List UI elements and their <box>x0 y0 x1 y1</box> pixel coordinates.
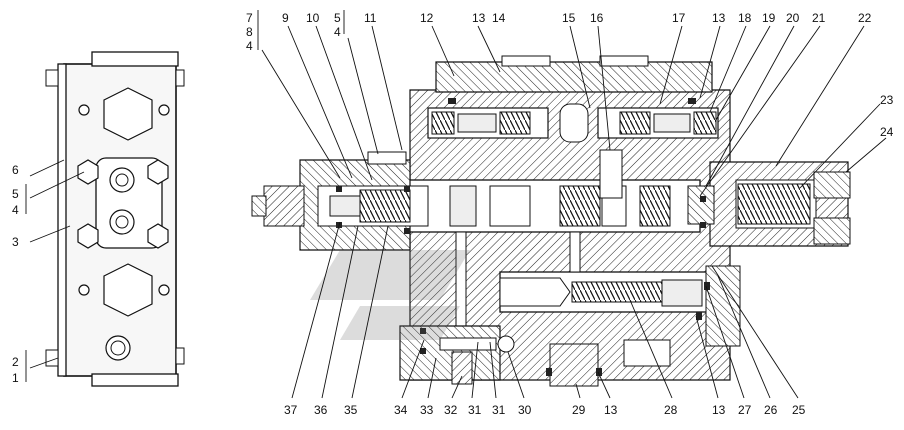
callout-label: 26 <box>764 403 778 417</box>
callout-label: 23 <box>880 93 894 107</box>
callout-label: 2 <box>12 355 19 369</box>
callout-label: 7 <box>246 11 253 25</box>
callout-label: 4 <box>334 25 341 39</box>
hex-plug-top <box>103 87 153 141</box>
hex-bolt <box>147 223 169 249</box>
hex-bolt <box>77 223 99 249</box>
callout-label: 5 <box>12 187 19 201</box>
bottom-callouts: 37 36 35 34 33 32 31 31 30 29 13 28 13 2… <box>284 221 806 417</box>
callout-label: 36 <box>314 403 328 417</box>
check-ball-screw <box>451 351 473 385</box>
side-view-top-cover <box>91 51 179 67</box>
callout-label: 21 <box>812 11 826 25</box>
relief-plug <box>705 265 741 347</box>
left-cap-plug <box>263 185 305 227</box>
callout-label: 22 <box>858 11 872 25</box>
callout-label: 4 <box>246 39 253 53</box>
callout-label: 27 <box>738 403 752 417</box>
callout-label: 29 <box>572 403 586 417</box>
right-spring <box>737 183 811 225</box>
callout-label: 9 <box>282 11 289 25</box>
callout-label: 18 <box>738 11 752 25</box>
section-view <box>251 55 851 387</box>
top-callouts: 7 8 4 9 10 5 4 11 12 13 14 15 16 17 13 1… <box>246 10 872 197</box>
side-view-flange <box>57 63 67 377</box>
callout-label: 34 <box>394 403 408 417</box>
right-callouts: 23 24 <box>799 93 894 189</box>
side-view-bolt-top <box>45 69 59 87</box>
hex-bolt <box>77 159 99 185</box>
callout-label: 13 <box>712 403 726 417</box>
callout-label: 1 <box>12 371 19 385</box>
callout-label: 31 <box>468 403 482 417</box>
callout-label: 5 <box>334 11 341 25</box>
callout-label: 35 <box>344 403 358 417</box>
bottom-plug-29 <box>549 343 599 387</box>
callout-label: 37 <box>284 403 298 417</box>
callout-label: 14 <box>492 11 506 25</box>
callout-label: 13 <box>712 11 726 25</box>
callout-label: 3 <box>12 235 19 249</box>
side-view-bolt-bottom <box>45 349 59 367</box>
callout-label: 31 <box>492 403 506 417</box>
hex-plug-bottom <box>103 263 153 317</box>
left-spring <box>359 189 411 223</box>
callout-label: 25 <box>792 403 806 417</box>
callout-label: 28 <box>664 403 678 417</box>
callout-label: 13 <box>604 403 618 417</box>
side-view-callouts: 6 5 4 3 2 1 <box>12 159 85 385</box>
callout-label: 12 <box>420 11 434 25</box>
side-view-bottom-cover <box>91 373 179 387</box>
top-port-right <box>599 55 649 67</box>
hex-bolt <box>147 159 169 185</box>
callout-label: 4 <box>12 203 19 217</box>
callout-label: 16 <box>590 11 604 25</box>
check-valve-16 <box>599 149 623 199</box>
callout-label: 24 <box>880 125 894 139</box>
callout-label: 32 <box>444 403 458 417</box>
relief-spring <box>571 281 663 303</box>
callout-label: 30 <box>518 403 532 417</box>
callout-label: 6 <box>12 163 19 177</box>
top-port-left <box>501 55 551 67</box>
callout-label: 10 <box>306 11 320 25</box>
callout-label: 33 <box>420 403 434 417</box>
callout-label: 20 <box>786 11 800 25</box>
bleed-fitting-bottom <box>813 217 851 245</box>
callout-label: 17 <box>672 11 686 25</box>
callout-label: 15 <box>562 11 576 25</box>
callout-label: 19 <box>762 11 776 25</box>
callout-label: 13 <box>472 11 486 25</box>
callout-label: 11 <box>364 11 377 25</box>
callout-label: 8 <box>246 25 253 39</box>
side-view <box>45 51 185 387</box>
bleed-fitting-top <box>813 171 851 199</box>
